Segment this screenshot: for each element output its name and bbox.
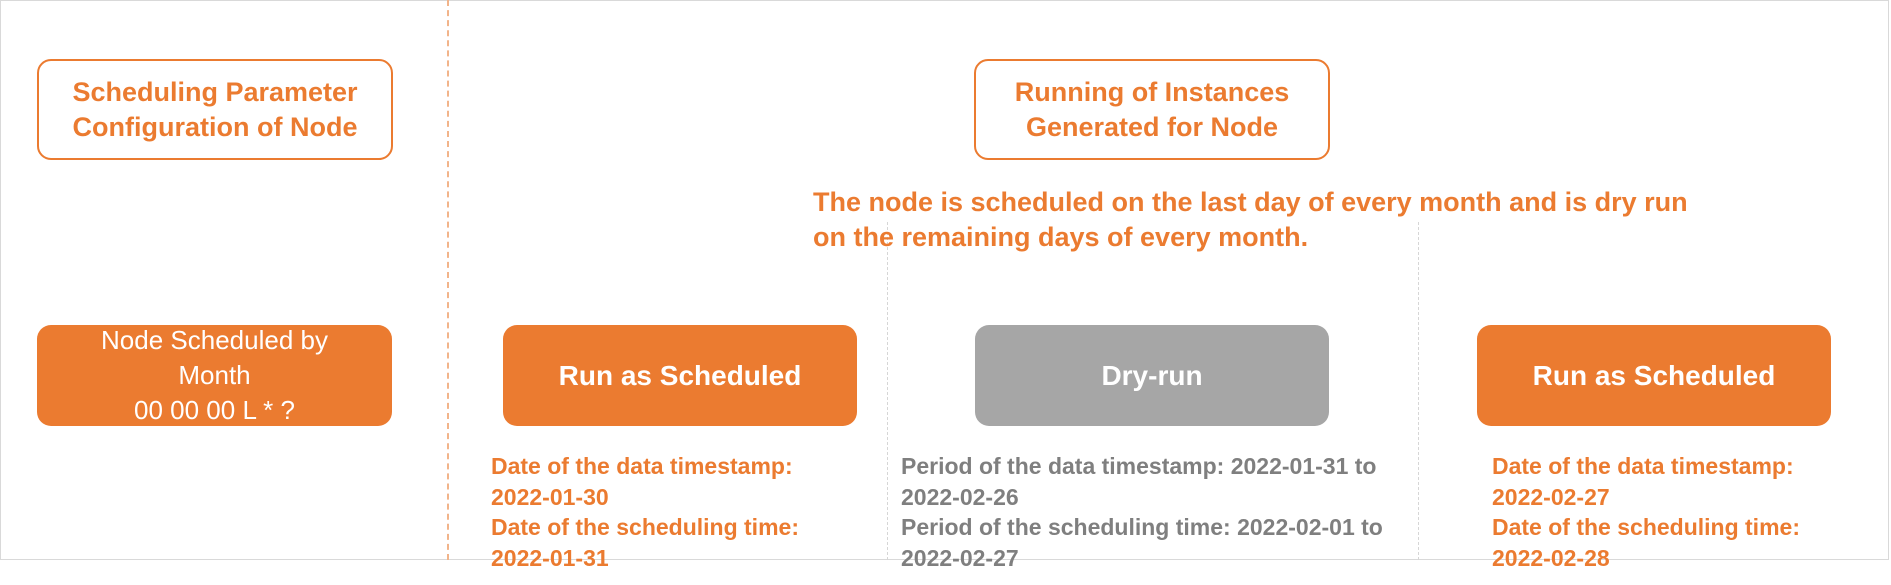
node-schedule-line1: Node Scheduled by [101, 325, 328, 355]
schedule-description: The node is scheduled on the last day of… [813, 187, 1688, 252]
instance-details-3: Date of the data timestamp: 2022-02-27 D… [1492, 453, 1800, 571]
config-header-label: Scheduling Parameter Configuration of No… [72, 76, 358, 142]
run-scheduled-label-1: Run as Scheduled [558, 359, 802, 391]
run-scheduled-label-2: Run as Scheduled [1532, 359, 1776, 391]
dry-run-box: Dry-run [975, 325, 1329, 426]
section-divider [447, 0, 449, 560]
run-scheduled-box-1: Run as Scheduled [503, 325, 857, 426]
config-header-box: Scheduling Parameter Configuration of No… [37, 59, 393, 160]
instance-details-1: Date of the data timestamp: 2022-01-30 D… [491, 453, 799, 571]
run-scheduled-box-2: Run as Scheduled [1477, 325, 1831, 426]
instance-divider-1 [887, 222, 888, 560]
instance-details-2: Period of the data timestamp: 2022-01-31… [901, 453, 1383, 571]
diagram-frame [0, 0, 1889, 560]
node-schedule-cron: 00 00 00 L * ? [134, 395, 295, 425]
node-schedule-line2: Month [178, 360, 251, 390]
running-header-label: Running of Instances Generated for Node [1014, 76, 1290, 142]
instance-divider-2 [1418, 222, 1419, 560]
running-header-box: Running of Instances Generated for Node [974, 59, 1330, 160]
node-schedule-box: Node Scheduled by Month 00 00 00 L * ? [37, 325, 392, 426]
dry-run-label: Dry-run [1101, 359, 1203, 391]
